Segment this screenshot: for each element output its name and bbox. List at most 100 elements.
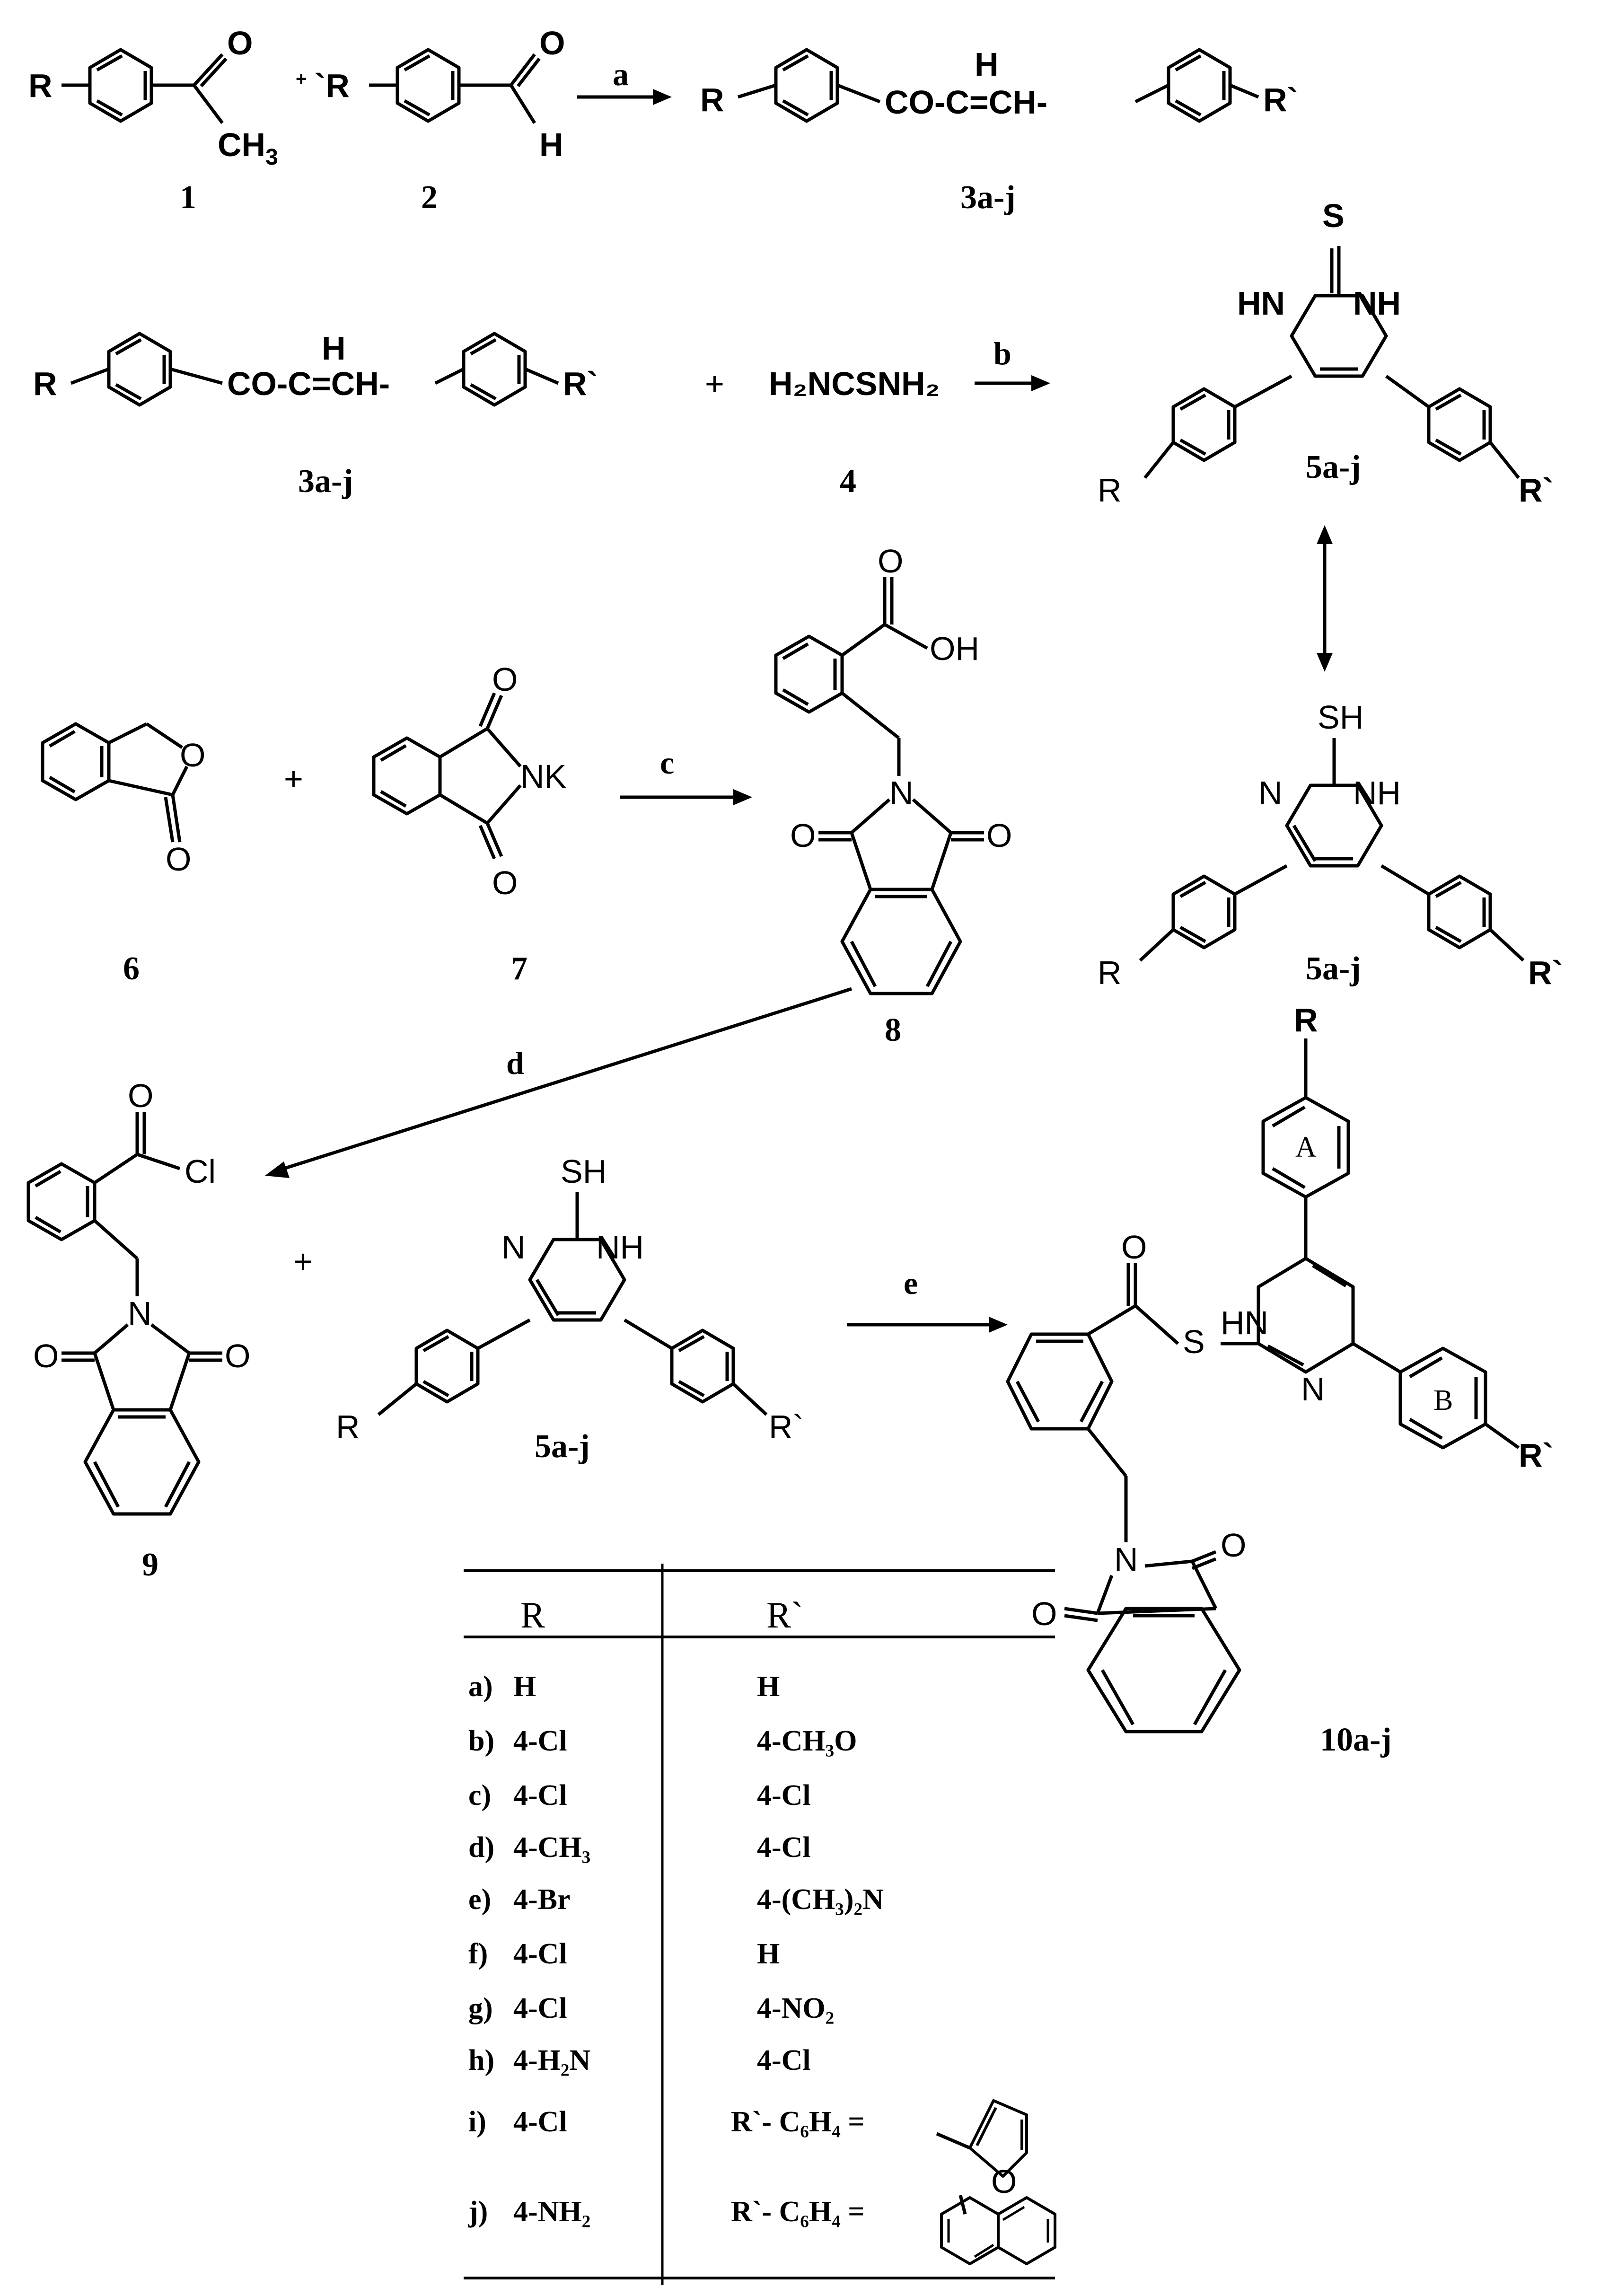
atom-O: O <box>878 543 903 580</box>
atom-O: O <box>227 25 253 62</box>
atom-NH: NH <box>1353 285 1401 322</box>
table-cell-R: 4-NH₂ <box>513 2196 590 2228</box>
table-row-id: e) <box>468 1883 491 1916</box>
condition-a: a <box>613 56 629 92</box>
atom-R: R <box>1294 1002 1318 1038</box>
table-cell-R: 4-Cl <box>513 1779 567 1812</box>
atom-O: O <box>180 737 205 774</box>
table-cell-R: 4-Cl <box>513 1725 567 1757</box>
compound-label-3: 3a-j <box>298 463 353 500</box>
reaction-arrow-b <box>975 375 1050 391</box>
naphthalene-substituent <box>940 2195 1056 2265</box>
atom-O: O <box>1121 1229 1147 1266</box>
atom-R-prime: R` <box>769 1408 804 1445</box>
table-row-id: d) <box>468 1831 494 1864</box>
atom-SH: SH <box>1318 699 1363 736</box>
compound-5-thione-structure: S HN NH R R` <box>1098 197 1554 509</box>
atom-HN: HN <box>1237 285 1285 322</box>
plus-sign: + <box>284 760 303 797</box>
compound-label-3: 3a-j <box>960 179 1016 216</box>
condition-e: e <box>904 1265 918 1301</box>
atom-O: O <box>166 841 191 878</box>
compound-label-7: 7 <box>511 950 527 987</box>
compound-label-5: 5a-j <box>1306 950 1361 987</box>
ring-A-label: A <box>1295 1131 1317 1163</box>
compound-10-structure: A R HN N B R` S O N O <box>1006 1002 1554 1733</box>
tautomer-arrow <box>1317 525 1333 672</box>
compound-1-structure: R O CH3 <box>28 25 278 170</box>
atom-R-prime: R` <box>563 365 598 402</box>
atom-R: R <box>33 365 57 402</box>
compound-5-thiol-structure: SH N NH R R` <box>1098 699 1563 991</box>
condition-c: c <box>660 745 674 781</box>
compound-label-10: 10a-j <box>1320 1722 1392 1758</box>
atom-O: O <box>986 817 1012 854</box>
compound-8-structure: O OH N O O <box>774 543 1012 995</box>
atom-N: N <box>1258 774 1283 811</box>
enone-chain: CO-C=CH- <box>885 84 1047 121</box>
table-cell-R: 4-Br <box>513 1883 571 1916</box>
thiourea: H₂NCSNH₂ <box>769 365 940 402</box>
atom-S: S <box>1322 197 1345 234</box>
plus-sign: + <box>296 69 307 89</box>
compound-label-9: 9 <box>142 1547 158 1583</box>
table-row-id: c) <box>468 1779 491 1812</box>
atom-H: H <box>322 330 346 367</box>
ring-B-label: B <box>1433 1384 1453 1416</box>
atom-R-prime: R` <box>1519 472 1554 509</box>
atom-O: O <box>492 864 518 901</box>
reaction-arrow-e <box>847 1317 1008 1333</box>
plus-sign: + <box>293 1243 313 1280</box>
table-row-id: i) <box>468 2106 486 2138</box>
table-cell-R-prime: 4-Cl <box>757 1831 811 1864</box>
compound-label-1: 1 <box>180 179 196 216</box>
compound-3-reactant: R CO-C=CH- H R` <box>33 330 598 407</box>
compound-6-structure: O O <box>41 722 205 878</box>
compound-5-thiol-reactant: SH N NH R R` <box>336 1153 804 1445</box>
atom-O: O <box>991 2163 1017 2200</box>
table-cell-R: 4-Cl <box>513 1938 567 1970</box>
table-cell-R-prime: 4-CH₃O <box>757 1725 857 1757</box>
table-cell-R-prime: 4-Cl <box>757 1779 811 1812</box>
table-row-id: j) <box>468 2196 488 2228</box>
atom-S: S <box>1183 1323 1205 1360</box>
compound-label-6: 6 <box>123 950 140 987</box>
atom-O: O <box>1221 1527 1246 1564</box>
table-row-id: h) <box>468 2044 494 2076</box>
table-row-id: g) <box>468 1992 493 2024</box>
compound-9-structure: O Cl N O O <box>26 1077 250 1516</box>
table-cell-R-prime: H <box>757 1938 780 1970</box>
compound-label-4: 4 <box>840 463 856 500</box>
reaction-arrow-c <box>620 789 752 805</box>
table-header-R-prime: R` <box>766 1594 803 1636</box>
atom-R: R <box>1098 472 1122 509</box>
enone-chain: CO-C=CH- <box>227 365 390 402</box>
atom-O: O <box>539 25 565 62</box>
atom-R-prime: R` <box>1263 81 1298 118</box>
atom-R: R <box>28 67 53 104</box>
atom-N: N <box>501 1229 526 1266</box>
reaction-arrow-d <box>265 987 853 1178</box>
reaction-arrow-a <box>577 89 672 105</box>
table-row-id: b) <box>468 1725 494 1757</box>
table-cell-R: 4-Cl <box>513 1992 567 2024</box>
table-cell-R-prime: 4-(CH₃)₂N <box>757 1883 884 1916</box>
atom-CH3: CH3 <box>218 126 278 170</box>
table-row-id: f) <box>468 1938 488 1970</box>
table-header-R: R <box>520 1594 545 1636</box>
table-cell-R-prime: R`- C₆H₄ = <box>731 2106 865 2138</box>
atom-H: H <box>539 126 563 163</box>
atom-O: O <box>225 1337 250 1374</box>
atom-O: O <box>1031 1595 1057 1632</box>
atom-O: O <box>33 1337 59 1374</box>
table-cell-R: 4-CH₃ <box>513 1831 590 1864</box>
compound-3-structure: R CO-C=CH- H R` <box>700 46 1298 123</box>
atom-O: O <box>492 661 518 698</box>
atom-R: R <box>1098 954 1122 991</box>
table-cell-R-prime: 4-NO₂ <box>757 1992 834 2024</box>
compound-2-structure: `R O H <box>315 25 565 163</box>
table-cell-R-prime: 4-Cl <box>757 2044 811 2076</box>
atom-NK: NK <box>520 758 566 795</box>
table-row-id: a) <box>468 1671 493 1703</box>
atom-R-prime: `R <box>315 67 350 104</box>
